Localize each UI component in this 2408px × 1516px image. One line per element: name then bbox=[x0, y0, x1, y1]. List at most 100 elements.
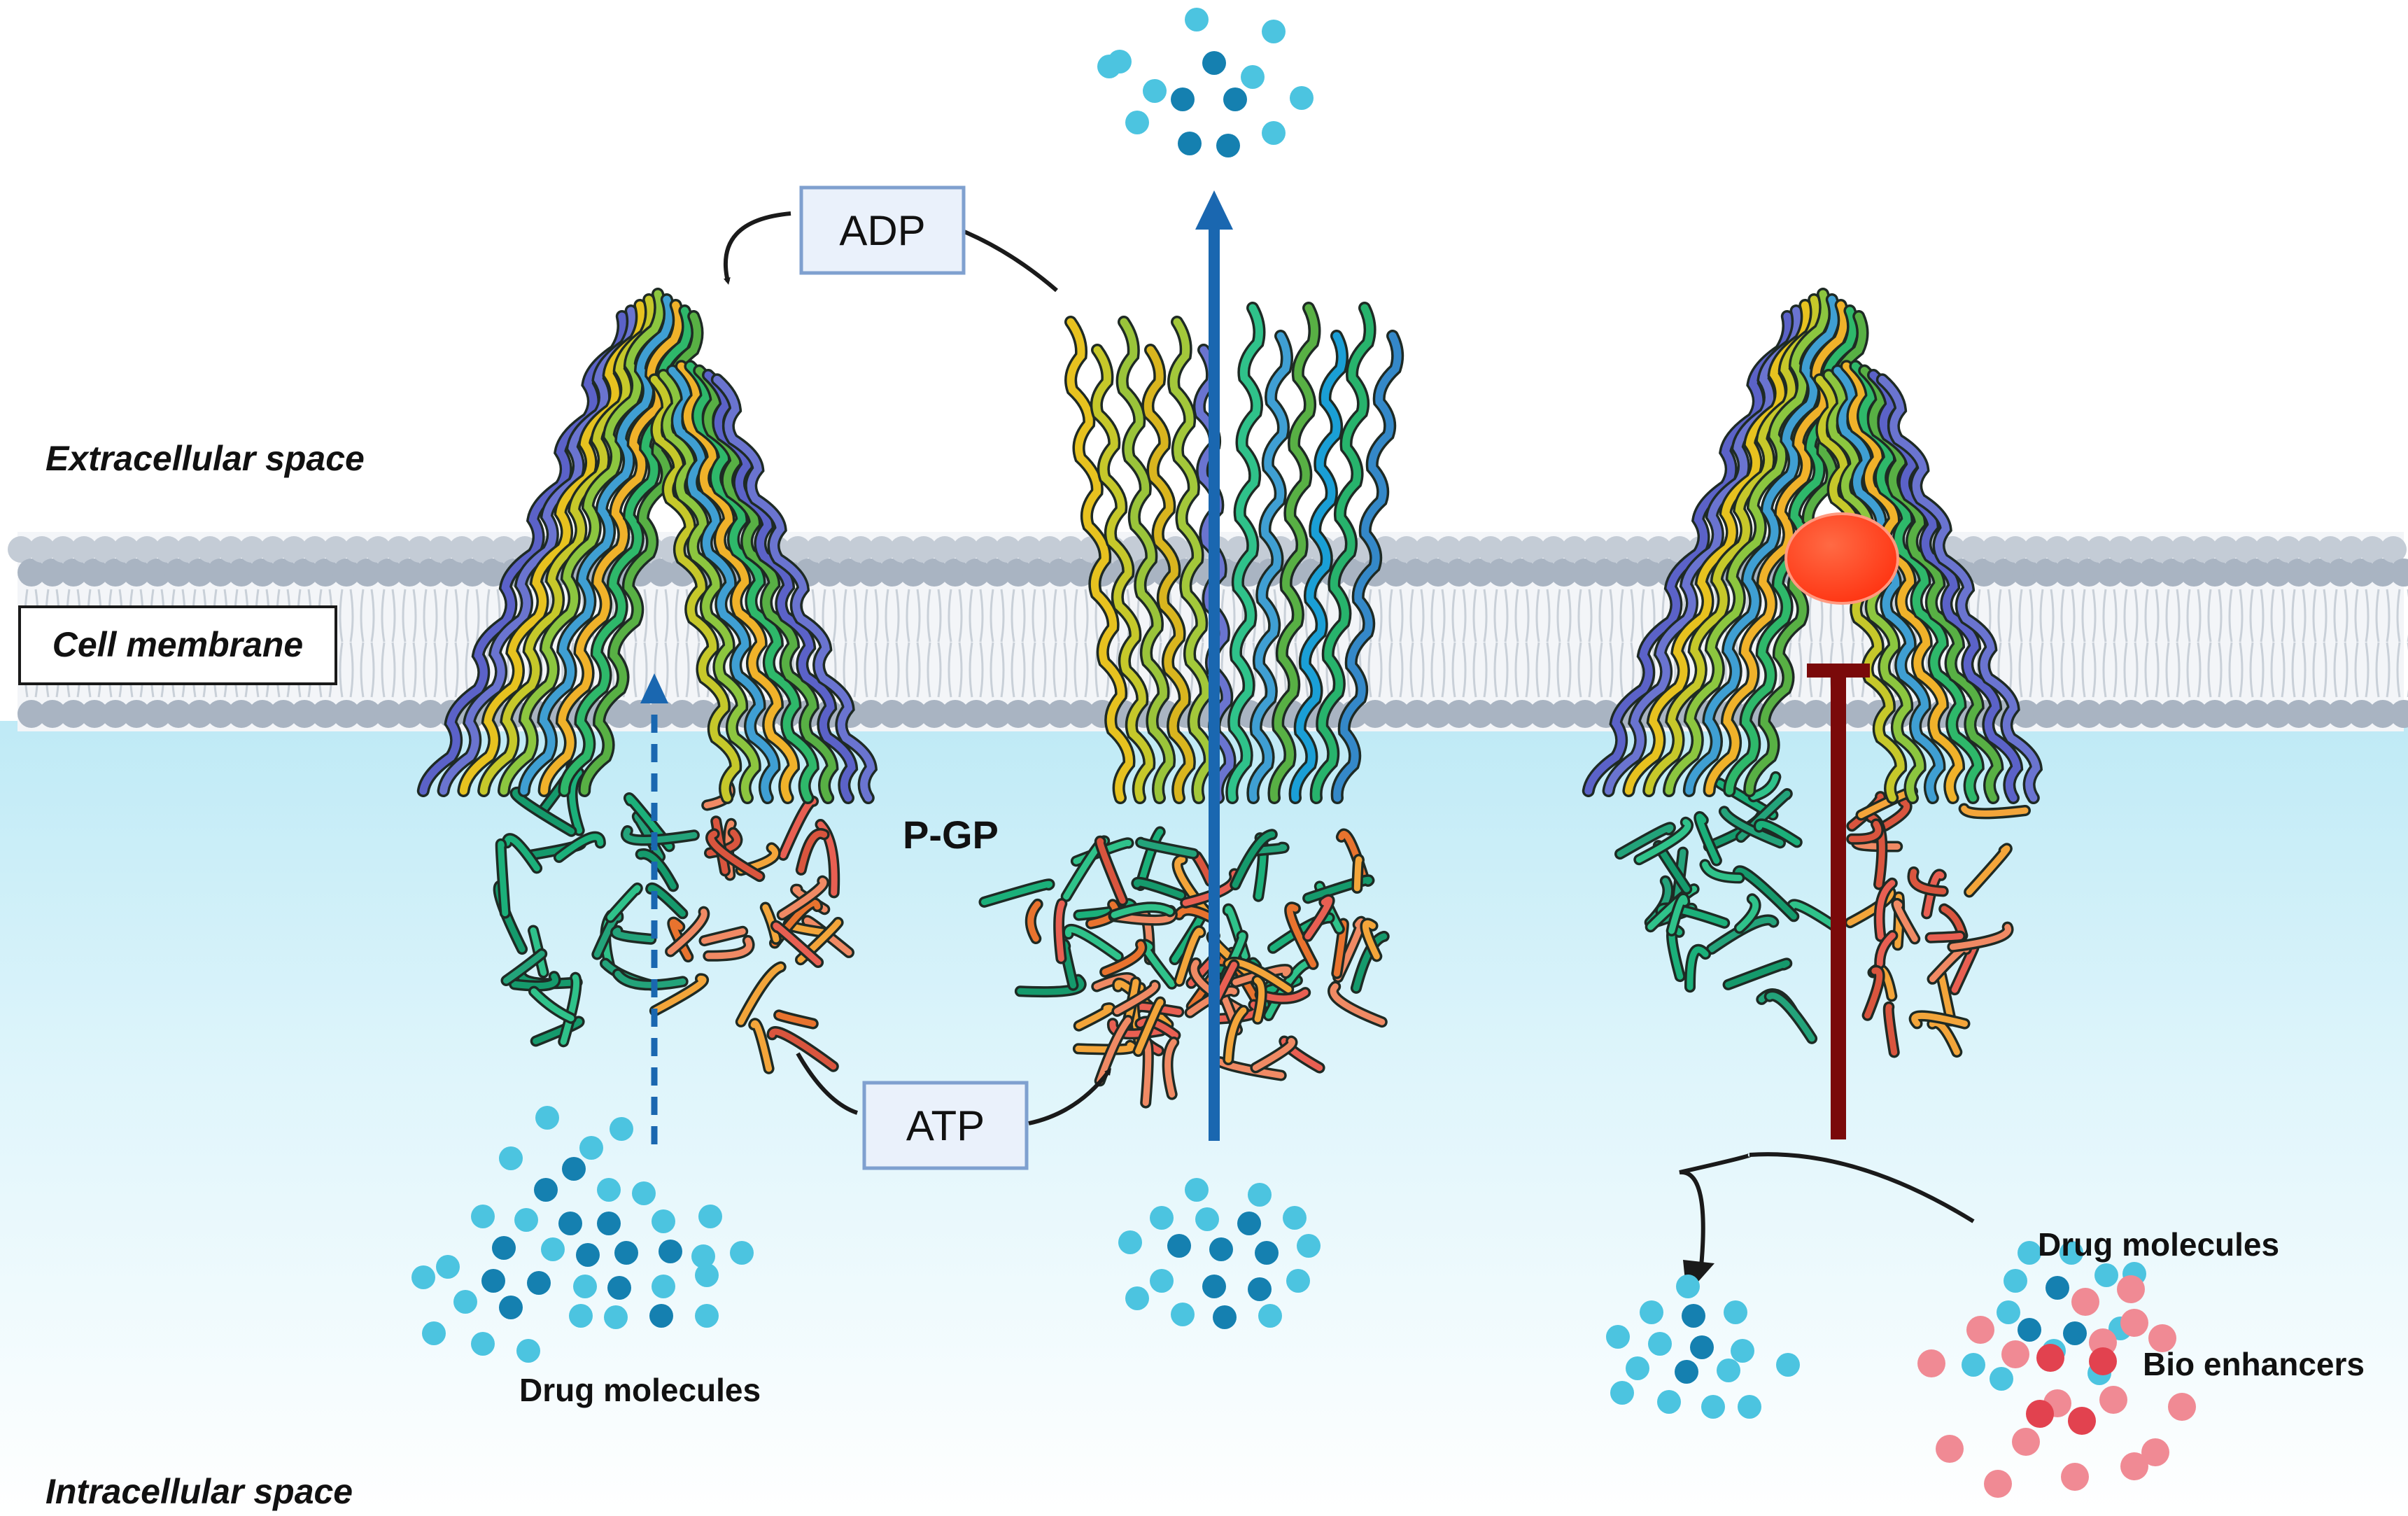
protein-domain bbox=[1232, 966, 1291, 985]
protein-helix bbox=[650, 375, 740, 802]
lipid-tail bbox=[2165, 589, 2181, 643]
molecule bbox=[698, 1205, 722, 1228]
atp-label: ATP bbox=[906, 1102, 985, 1149]
molecule bbox=[516, 1339, 540, 1363]
protein-domain bbox=[1232, 831, 1276, 888]
lipid-head bbox=[134, 536, 160, 563]
molecule bbox=[1185, 1178, 1209, 1202]
lipid-head bbox=[2086, 536, 2113, 563]
lipid-head bbox=[185, 700, 213, 728]
lipid-head bbox=[826, 536, 853, 563]
protein-helix bbox=[668, 367, 778, 802]
protein-domain bbox=[1876, 932, 1896, 967]
lipid-tail bbox=[1367, 642, 1383, 698]
lipid-head bbox=[2380, 536, 2407, 563]
protein-domain bbox=[1055, 900, 1065, 962]
protein-domain bbox=[1929, 1020, 1960, 1055]
protein-helix bbox=[1092, 346, 1153, 802]
lipid-head bbox=[353, 700, 381, 728]
lipid-head bbox=[2023, 536, 2050, 563]
bio-enhancer-bound-ball bbox=[1784, 512, 1899, 605]
lipid-tail bbox=[402, 589, 417, 643]
lipid-head bbox=[290, 700, 318, 728]
lipid-head bbox=[2149, 536, 2176, 563]
lipid-tail bbox=[2123, 589, 2139, 643]
molecule bbox=[730, 1241, 754, 1265]
lipid-head bbox=[1466, 700, 1494, 728]
lipid-head bbox=[59, 700, 87, 728]
lipid-tail bbox=[1011, 589, 1026, 643]
lipid-head bbox=[1393, 536, 1420, 563]
protein-domain bbox=[1330, 983, 1386, 1025]
molecule bbox=[2018, 1318, 2041, 1342]
molecule bbox=[1262, 20, 1286, 43]
lipid-head bbox=[868, 536, 895, 563]
molecule bbox=[2060, 1241, 2083, 1265]
protein-domain bbox=[1075, 1042, 1135, 1053]
protein-helix bbox=[500, 290, 664, 795]
lipid-tail bbox=[885, 642, 900, 698]
protein-domain bbox=[1927, 933, 1964, 941]
lipid-head bbox=[59, 559, 87, 587]
molecule bbox=[1738, 1395, 1761, 1419]
molecule bbox=[652, 1275, 675, 1298]
lipid-tail bbox=[2081, 642, 2097, 698]
drug-cluster-extracellular bbox=[1097, 8, 1314, 157]
lipid-head bbox=[197, 536, 223, 563]
lipid-head bbox=[1529, 559, 1557, 587]
lipid-tail bbox=[1388, 589, 1404, 643]
molecule bbox=[1640, 1300, 1663, 1324]
lipid-head bbox=[962, 700, 990, 728]
protein-domain bbox=[712, 817, 728, 874]
lipid-head bbox=[836, 559, 864, 587]
protein-helix bbox=[1291, 332, 1346, 802]
molecule bbox=[1701, 1395, 1725, 1419]
lipid-head bbox=[2296, 536, 2323, 563]
lipid-head bbox=[449, 536, 475, 563]
lipid-head bbox=[920, 559, 948, 587]
molecule bbox=[1676, 1275, 1700, 1298]
lipid-tail bbox=[2102, 589, 2118, 643]
lipid-head bbox=[805, 536, 832, 563]
molecule bbox=[1237, 1212, 1261, 1235]
protein-domain bbox=[1736, 895, 1759, 932]
lipid-tail bbox=[2165, 642, 2181, 698]
lipid-tail bbox=[1388, 642, 1404, 698]
lipid-tail bbox=[969, 642, 984, 698]
membrane-label-box bbox=[18, 605, 337, 685]
protein-helix bbox=[419, 312, 628, 795]
lipid-head bbox=[1424, 559, 1452, 587]
protein-domain bbox=[1687, 946, 1709, 990]
lipid-head bbox=[931, 536, 958, 563]
lipid-head bbox=[206, 700, 234, 728]
protein-domain bbox=[1353, 856, 1363, 892]
protein-helix bbox=[1312, 304, 1374, 802]
lipid-head bbox=[1424, 700, 1452, 728]
lipid-tail bbox=[2249, 589, 2265, 643]
lipid-head bbox=[2096, 559, 2124, 587]
molecule bbox=[411, 1265, 435, 1289]
molecule bbox=[1290, 86, 1314, 110]
lipid-tail bbox=[2039, 589, 2055, 643]
lipid-head bbox=[281, 536, 307, 563]
lipid-head bbox=[1445, 559, 1473, 587]
lipid-head bbox=[1487, 559, 1515, 587]
protein-domain bbox=[530, 988, 575, 1022]
lipid-tail bbox=[2102, 642, 2118, 698]
molecule bbox=[1286, 1269, 1310, 1293]
lipid-tail bbox=[1430, 642, 1446, 698]
protein-domain bbox=[1281, 1038, 1323, 1072]
molecule bbox=[1195, 1207, 1219, 1231]
lipid-head bbox=[1477, 536, 1504, 563]
lipid-head bbox=[113, 536, 139, 563]
lipid-head bbox=[2390, 559, 2408, 587]
protein-domain bbox=[560, 974, 580, 1045]
protein-domain bbox=[1789, 901, 1842, 932]
molecule bbox=[436, 1255, 460, 1279]
molecule bbox=[2001, 1340, 2029, 1368]
molecule bbox=[535, 1106, 559, 1130]
membrane-label: Cell membrane bbox=[52, 625, 303, 664]
protein-domain bbox=[1725, 960, 1790, 988]
protein-domain bbox=[1735, 867, 1797, 920]
